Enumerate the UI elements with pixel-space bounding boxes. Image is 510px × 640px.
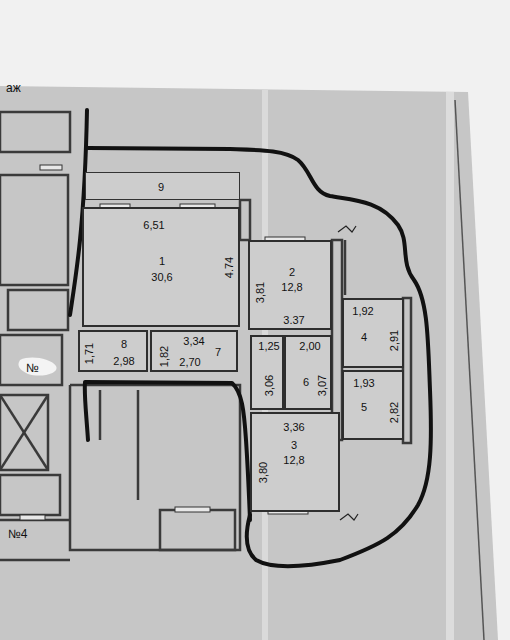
sheet-edge bbox=[455, 100, 484, 640]
room-label: 7 bbox=[215, 347, 221, 358]
window-marks bbox=[20, 165, 308, 520]
plan-label: №4 bbox=[8, 528, 28, 540]
room-label: 5 bbox=[361, 402, 367, 413]
room-label: 1,92 bbox=[352, 306, 373, 317]
room-label: 6,51 bbox=[143, 220, 164, 231]
room-label: 1,25 bbox=[258, 341, 279, 352]
dimension-label: 3,80 bbox=[258, 461, 269, 482]
scan-blot bbox=[18, 358, 56, 376]
room-label: 3.37 bbox=[283, 315, 304, 326]
room-box: 1,71 8 2,98 bbox=[78, 330, 148, 372]
dimension-label: 1,71 bbox=[85, 342, 96, 363]
room-label: 12,8 bbox=[283, 455, 304, 466]
room-label: 4 bbox=[361, 332, 367, 343]
dimension-label: 2,91 bbox=[389, 329, 400, 350]
room-label: 12,8 bbox=[281, 282, 302, 293]
room-label: 1,93 bbox=[353, 378, 374, 389]
dimension-label: 3,07 bbox=[317, 374, 328, 395]
balcony-room: 9 bbox=[85, 172, 240, 200]
room-label: 1 bbox=[159, 256, 165, 267]
room-label: 3 bbox=[291, 440, 297, 451]
room-box: 1,93 5 2,82 bbox=[342, 370, 404, 440]
dimension-label: 3,06 bbox=[264, 374, 275, 395]
room-box: 1,92 4 2,91 bbox=[342, 298, 404, 368]
room-label: 2,00 bbox=[299, 341, 320, 352]
scan-ground bbox=[0, 86, 498, 640]
room-label: 3,36 bbox=[283, 422, 304, 433]
room-box: 2,00 6 3,07 bbox=[284, 335, 332, 410]
room-box: 3,34 1,82 7 2,70 bbox=[150, 330, 238, 372]
room-label: 2,98 bbox=[113, 356, 134, 367]
dimension-label: 1,82 bbox=[159, 345, 170, 366]
scan-streak bbox=[446, 92, 454, 640]
room-label: 6 bbox=[303, 377, 309, 388]
plan-label: № bbox=[26, 362, 39, 374]
room-label: 3,34 bbox=[183, 336, 204, 347]
room-box: 3,36 3 12,8 3,80 bbox=[250, 412, 340, 512]
dimension-label: 3,81 bbox=[255, 281, 266, 302]
dimension-label: 4.74 bbox=[224, 256, 235, 277]
plan-label: аж bbox=[6, 82, 21, 94]
room-label: 30,6 bbox=[151, 272, 172, 283]
room-label: 8 bbox=[121, 339, 127, 350]
room-label: 2,70 bbox=[179, 357, 200, 368]
room-label: 2 bbox=[289, 267, 295, 278]
room-box: 6,51 1 30,6 4.74 bbox=[82, 207, 240, 327]
room-box: 3,81 2 12,8 3.37 bbox=[248, 240, 332, 330]
room-label: 9 bbox=[158, 182, 164, 193]
room-box: 1,25 3,06 bbox=[250, 335, 284, 410]
dimension-label: 2,82 bbox=[389, 401, 400, 422]
apartment-outline bbox=[70, 110, 431, 566]
neighbour-walls bbox=[0, 112, 411, 560]
